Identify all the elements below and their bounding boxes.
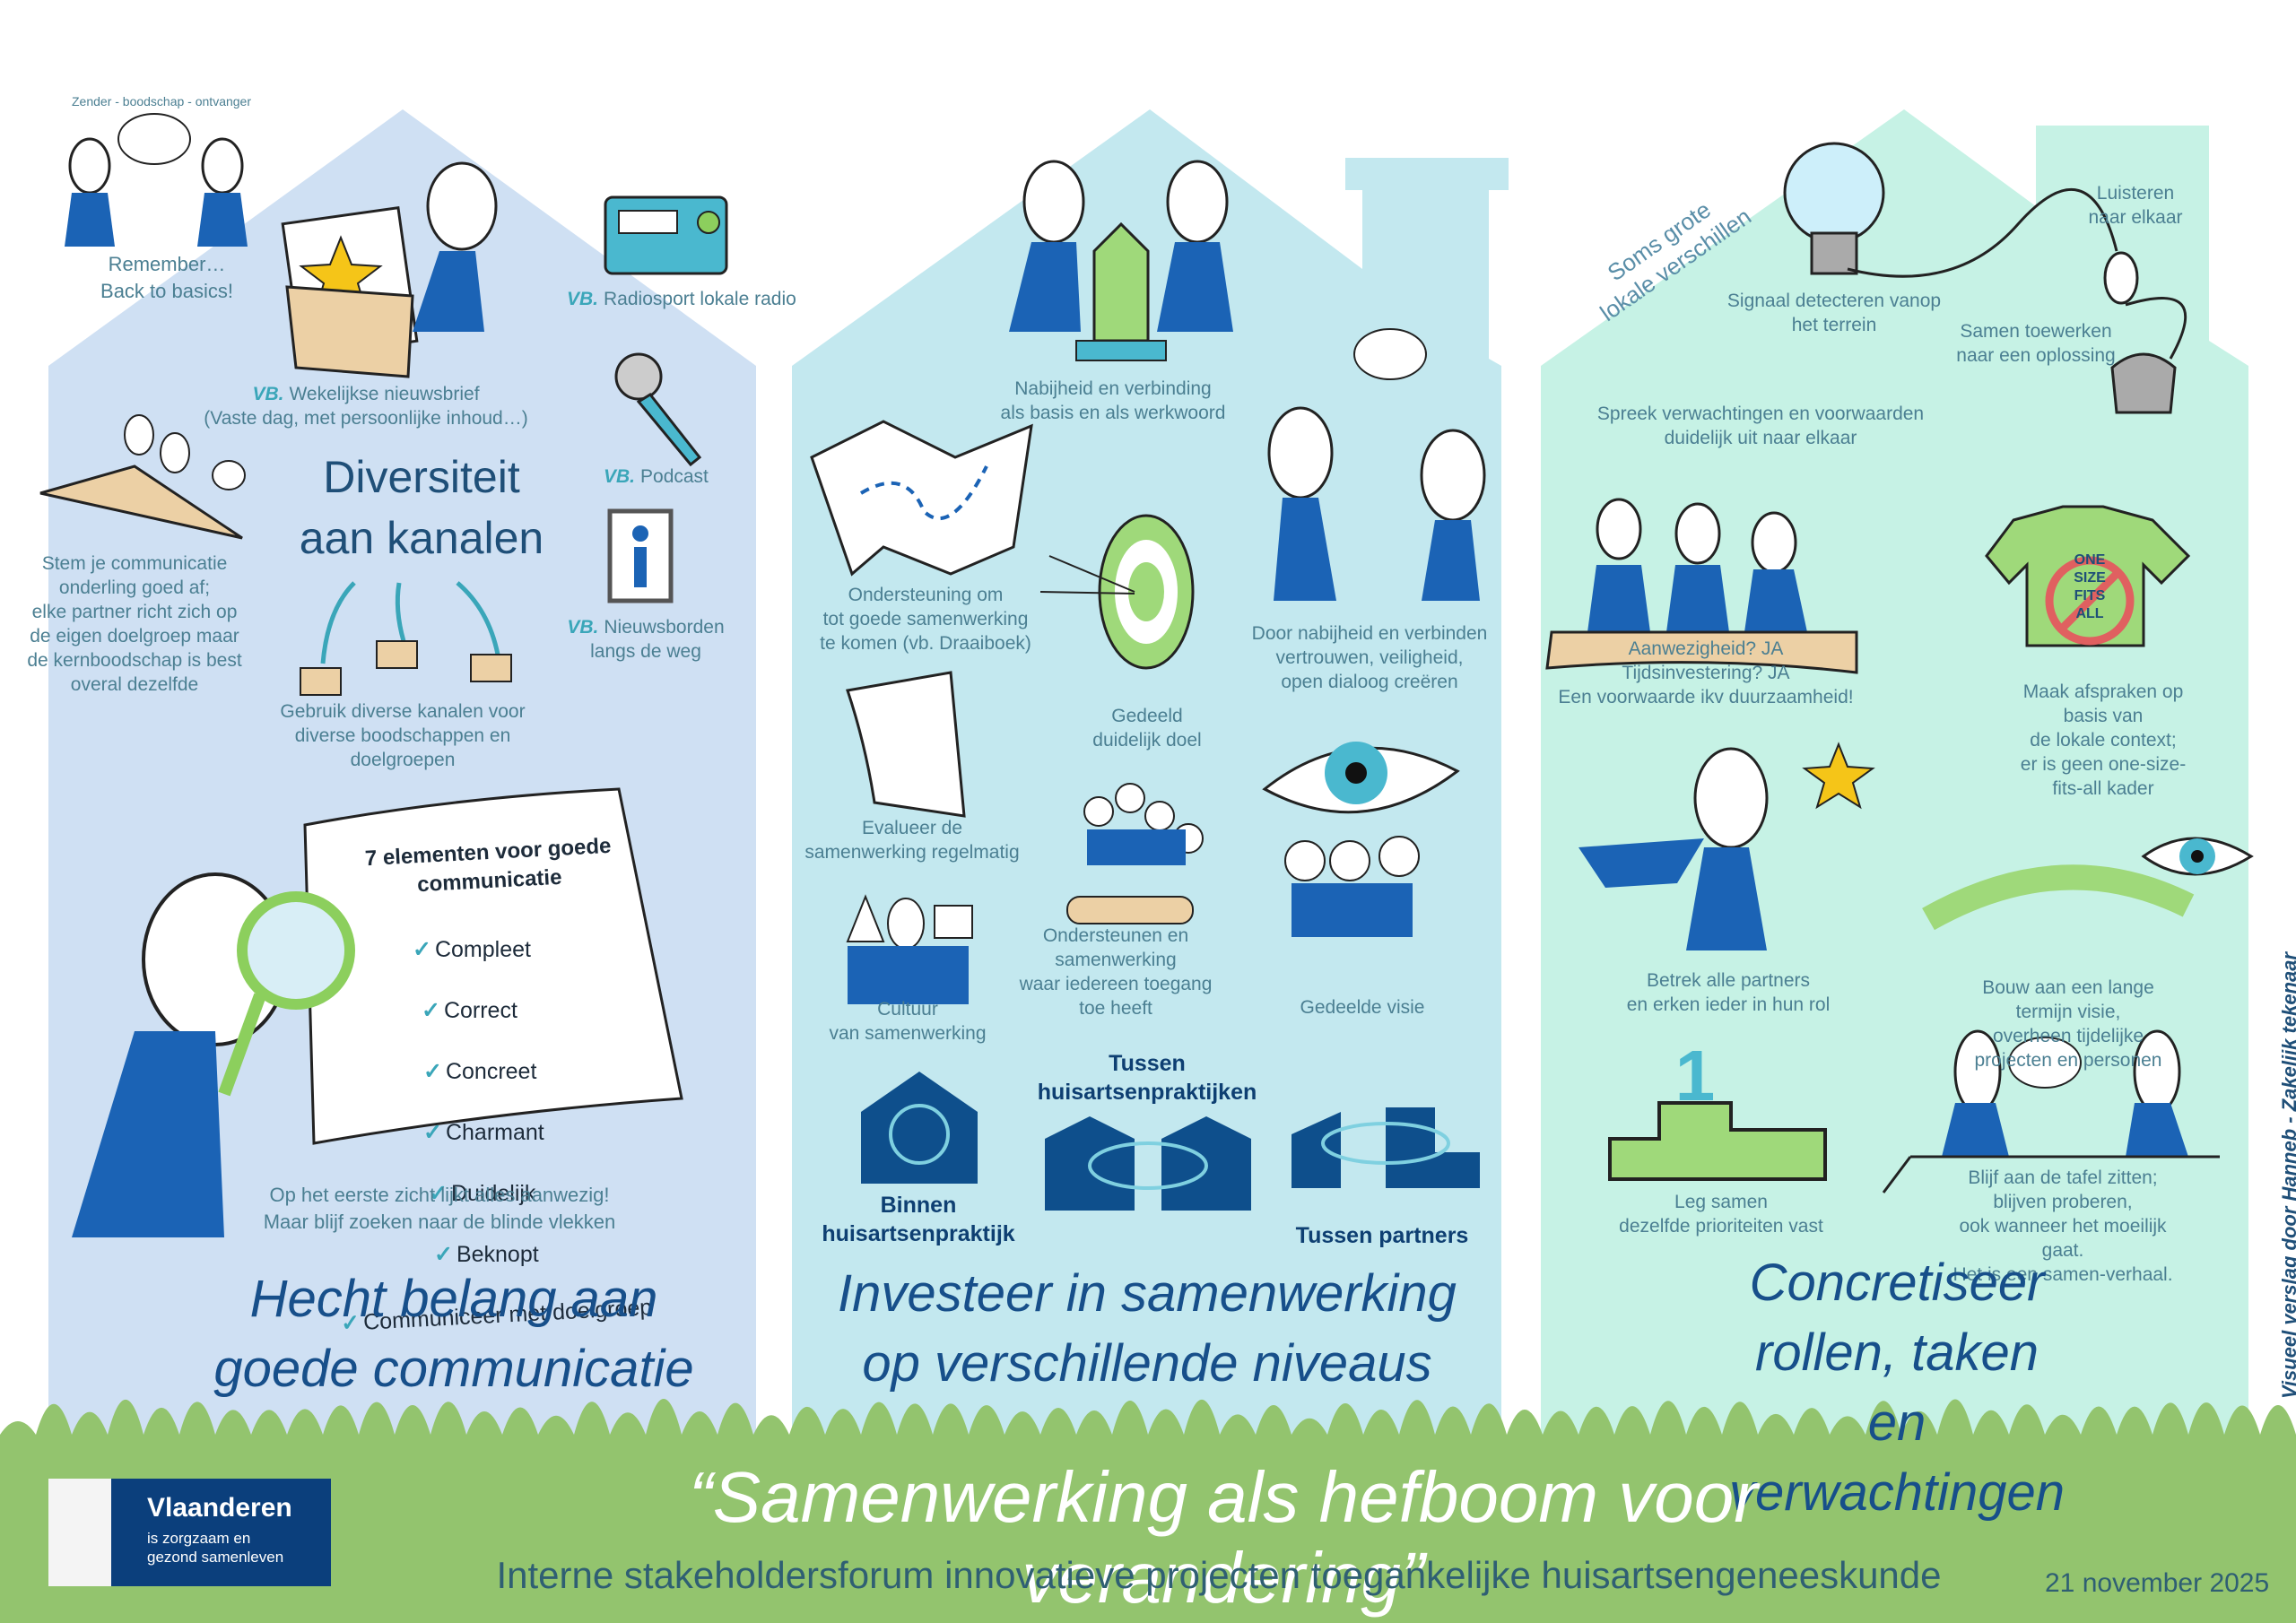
agreements-text: Maak afspraken op basis van de lokale co… bbox=[2020, 681, 2187, 799]
artist-credit: Visueel verslag door Hanneb - Zakelijk t… bbox=[2278, 951, 2296, 1399]
target-icon bbox=[1039, 514, 1195, 670]
eye-icon bbox=[1262, 742, 1460, 937]
radio-icon bbox=[604, 195, 728, 275]
shared-goal-text: Gedeeld duidelijk doel bbox=[1092, 706, 1202, 751]
envelope-star-icon bbox=[281, 205, 419, 378]
vb-label: VB. bbox=[567, 617, 599, 638]
involve-partners-text: Betrek alle partners en erken ieder in h… bbox=[1626, 970, 1831, 1015]
plug-icon bbox=[2103, 251, 2187, 414]
event-date: 21 november 2025 bbox=[2045, 1568, 2270, 1598]
vb-label: VB. bbox=[567, 289, 599, 309]
team-hand-icon bbox=[1066, 783, 1204, 924]
one-size-tshirt-icon bbox=[1985, 505, 2191, 647]
long-term-vision-text: Bouw aan een lange termijn visie, overhe… bbox=[1974, 977, 2162, 1071]
listen-text: Luisteren naar elkaar bbox=[2088, 183, 2183, 228]
lightbulb-icon bbox=[1783, 142, 2118, 278]
channels-heading: Diversiteit aan kanalen bbox=[299, 452, 544, 563]
paper-plane-icon bbox=[39, 414, 246, 540]
checklist-item: ✓Charmant bbox=[423, 1120, 544, 1145]
check-icon: ✓ bbox=[422, 998, 440, 1023]
subtitle: Interne stakeholdersforum innovatieve pr… bbox=[496, 1554, 1942, 1596]
align-communication-text: Stem je communicatie onderling goed af; … bbox=[27, 553, 242, 695]
expectations-text: Spreek verwachtingen en voorwaarden duid… bbox=[1596, 404, 1925, 448]
priorities-text: Leg samen dezelfde prioriteiten vast bbox=[1619, 1192, 1823, 1237]
vision-path-eye-icon bbox=[1922, 837, 2254, 931]
check-icon: ✓ bbox=[429, 1181, 448, 1206]
handshake-figures-icon bbox=[1267, 328, 1486, 601]
radio-example: VB.Radiosport lokale radio bbox=[567, 287, 796, 311]
boards-example: VB.Nieuwsborden langs de weg bbox=[567, 615, 724, 664]
checklist-item: ✓Beknopt bbox=[434, 1242, 539, 1267]
culture-figures-icon bbox=[846, 894, 973, 1004]
checklist: ✓Compleet ✓Correct ✓Concreet ✓Charmant ✓… bbox=[341, 904, 653, 1361]
podium-number: 1 bbox=[1674, 1036, 1716, 1115]
podium-icon bbox=[1608, 1101, 1827, 1181]
figures-growth-icon bbox=[1009, 160, 1233, 361]
logo-tagline: is zorgzaam en gezond samenleven bbox=[147, 1530, 284, 1566]
lion-emblem-icon bbox=[48, 1479, 111, 1586]
sign-board-icon bbox=[303, 787, 683, 1145]
check-icon: ✓ bbox=[423, 1120, 442, 1145]
access-text: Ondersteunen en samenwerking waar iedere… bbox=[1019, 925, 1213, 1019]
diverse-channels-text: Gebruik diverse kanalen voor diverse boo… bbox=[280, 701, 526, 770]
level-partners-label: Tussen partners bbox=[1295, 1223, 1469, 1248]
radio-text: Radiosport lokale radio bbox=[604, 289, 796, 309]
remember-text: Remember… Back to basics! bbox=[100, 253, 233, 302]
grass-ground bbox=[0, 1399, 2296, 1623]
map-icon bbox=[810, 420, 1033, 577]
proximity-text: Nabijheid en verbinding als basis en als… bbox=[1000, 378, 1226, 423]
main-title: “Samenwerking als hefboom voor veranderi… bbox=[689, 1457, 1758, 1618]
podcast-text: Podcast bbox=[640, 466, 709, 487]
newsletter-text: Wekelijkse nieuwsbrief (Vaste dag, met p… bbox=[204, 384, 528, 429]
check-icon: ✓ bbox=[423, 1059, 442, 1084]
section-title-collaboration: Investeer in samenwerking op verschillen… bbox=[838, 1264, 1457, 1393]
shared-vision-text: Gedeelde visie bbox=[1300, 997, 1425, 1018]
evaluate-text: Evalueer de samenwerking regelmatig bbox=[804, 818, 1020, 863]
hero-figure-star-icon bbox=[1578, 742, 1875, 950]
support-text: Ondersteuning om tot goede samenwerking … bbox=[820, 585, 1031, 654]
checklist-item: ✓Correct bbox=[422, 998, 517, 1023]
cards-figures-icon bbox=[1545, 498, 1858, 674]
check-icon: ✓ bbox=[434, 1242, 453, 1267]
podcast-example: VB.Podcast bbox=[604, 464, 709, 489]
checklist-item: ✓Duidelijk bbox=[429, 1181, 536, 1206]
vb-label: VB. bbox=[604, 466, 636, 487]
signal-text: Signaal detecteren vanop het terrein bbox=[1726, 291, 1942, 335]
section-title-roles: Concretiseer rollen, taken en verwachtin… bbox=[1729, 1254, 2065, 1522]
blind-spots-text: Op het eerste zicht lijkt alles aanwezig… bbox=[263, 1184, 616, 1233]
section-title-communication: Hecht belang aan goede communicatie bbox=[213, 1270, 694, 1398]
info-sign-icon bbox=[607, 508, 674, 603]
boards-text: Nieuwsborden langs de weg bbox=[590, 617, 725, 662]
vb-label: VB. bbox=[252, 384, 284, 404]
culture-text: Cultuur van samenwerking bbox=[829, 999, 987, 1044]
level-within-house-icon bbox=[861, 1072, 978, 1184]
microphone-icon bbox=[614, 352, 702, 467]
work-together-text: Samen toewerken naar een oplossing bbox=[1956, 321, 2116, 366]
checklist-item: ✓Compleet bbox=[413, 937, 531, 962]
level-partners-icon bbox=[1292, 1107, 1480, 1188]
envelopes-arrows-icon bbox=[300, 581, 512, 696]
figures-handshake-icon bbox=[65, 113, 248, 247]
magnifier-person-icon bbox=[72, 872, 355, 1237]
sender-receiver-label: Zender - boodschap - ontvanger bbox=[71, 94, 252, 108]
newsletter-example: VB.Wekelijkse nieuwsbrief (Vaste dag, me… bbox=[204, 382, 527, 430]
level-within-label: Binnen huisartsenpraktijk bbox=[822, 1193, 1015, 1246]
trust-text: Door nabijheid en verbinden vertrouwen, … bbox=[1251, 623, 1488, 692]
tshirt-text: ONE SIZE FITS ALL bbox=[2074, 552, 2106, 621]
level-between-practices-label: Tussen huisartsenpraktijken bbox=[1037, 1051, 1257, 1105]
vlaanderen-logo: Vlaanderen is zorgzaam en gezond samenle… bbox=[48, 1479, 331, 1586]
check-icon: ✓ bbox=[413, 937, 431, 962]
table-figures-icon bbox=[1882, 1029, 2220, 1193]
person-figure-icon bbox=[413, 161, 498, 332]
level-between-practices-icon bbox=[1045, 1116, 1251, 1211]
checklist-icon bbox=[846, 671, 966, 818]
logo-name: Vlaanderen bbox=[147, 1493, 292, 1523]
presence-text: Aanwezigheid? JA Tijdsinvestering? JA Ee… bbox=[1558, 638, 1854, 707]
stay-at-table-text: Blijf aan de tafel zitten; blijven probe… bbox=[1952, 1167, 2173, 1285]
checklist-item: ✓Concreet bbox=[423, 1059, 537, 1084]
